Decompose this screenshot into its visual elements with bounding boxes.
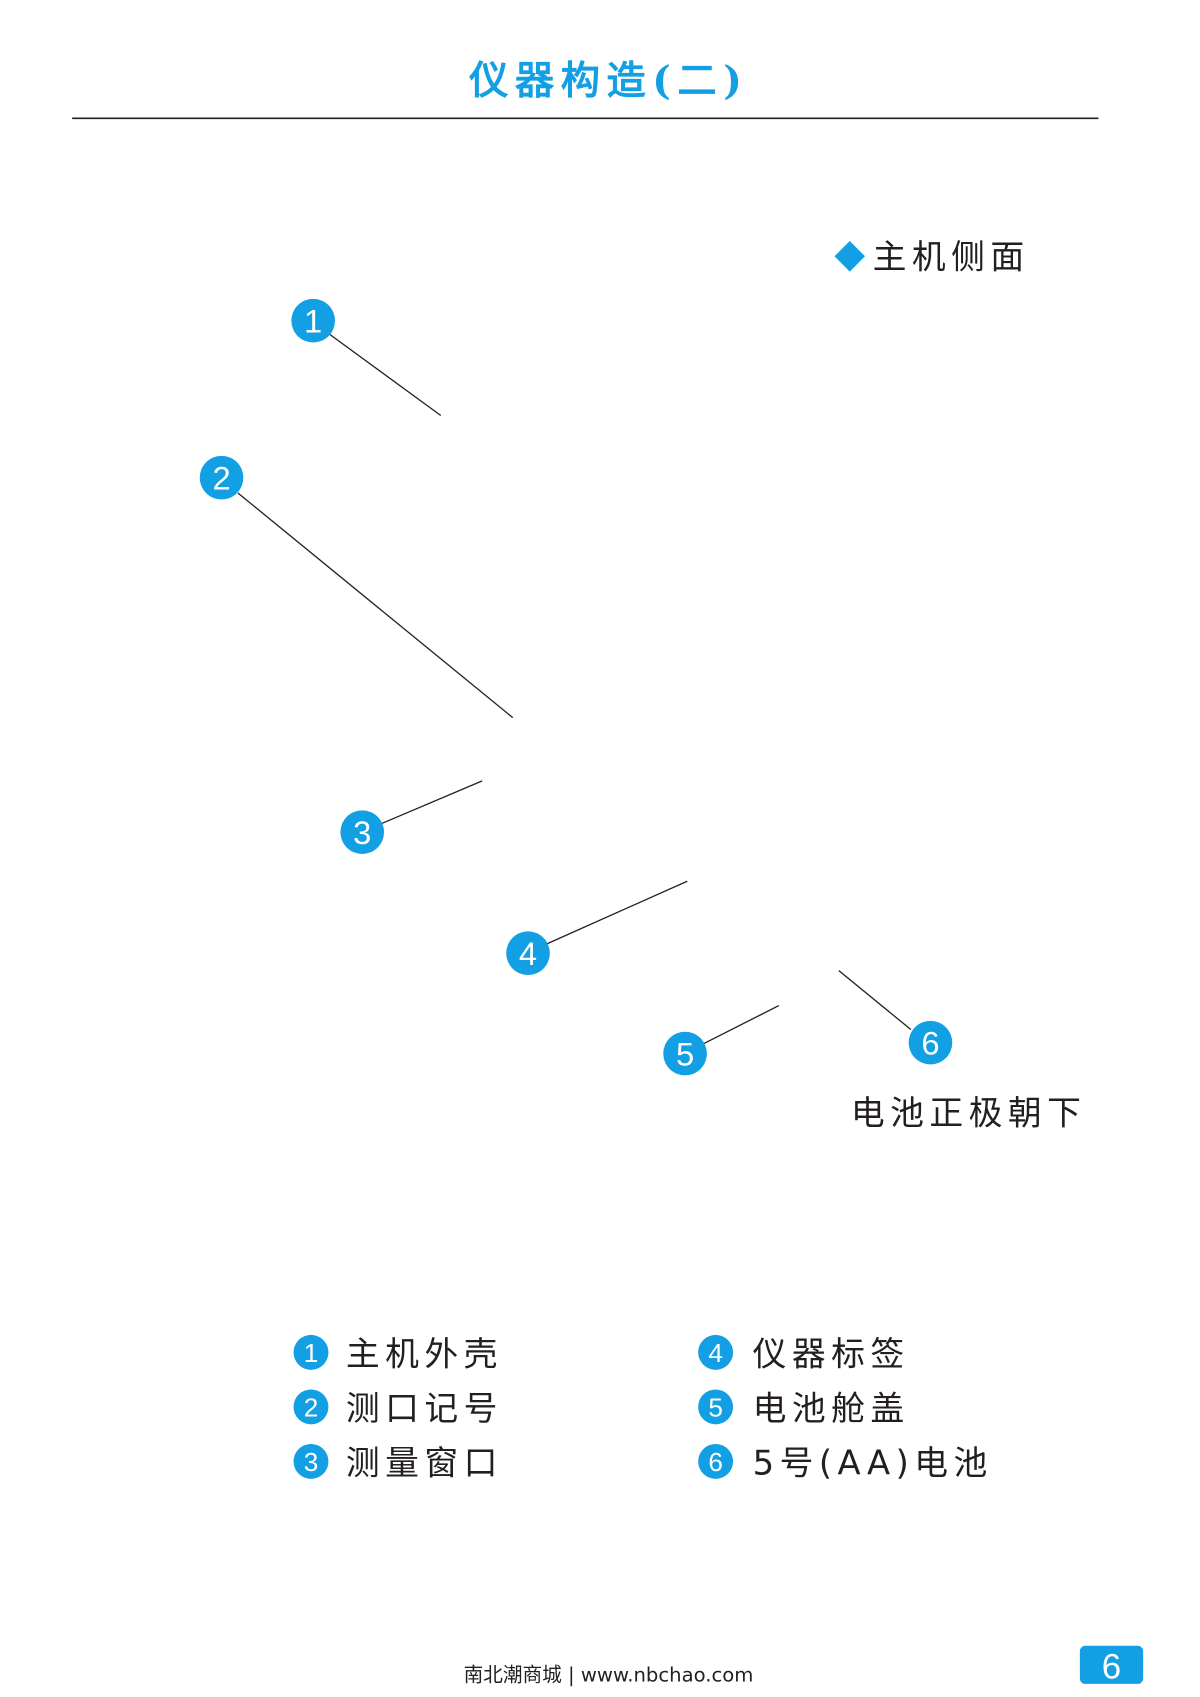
leader-line-2 — [237, 492, 514, 719]
leader-line-3 — [381, 780, 483, 825]
callout-number: 2 — [212, 460, 230, 497]
callout-5: 5 — [663, 1031, 707, 1076]
legend-number: 6 — [708, 1447, 723, 1477]
leader-line-5 — [703, 1004, 780, 1045]
legend-number: 1 — [304, 1338, 319, 1368]
diamond-icon — [834, 241, 866, 272]
legend-label: 电池舱盖 — [753, 1389, 910, 1428]
legend-label: 主机外壳 — [346, 1334, 503, 1373]
legend-item: 3 测量窗口 — [293, 1444, 503, 1483]
legend-item: 6 5号(AA)电池 — [698, 1444, 993, 1483]
leader-line-1 — [326, 332, 442, 417]
callout-number: 3 — [353, 814, 371, 851]
callout-2: 2 — [199, 455, 244, 500]
legend-number: 2 — [304, 1393, 319, 1423]
legend-number: 3 — [304, 1447, 319, 1477]
legend-label: 仪器标签 — [753, 1334, 910, 1373]
section-label: 主机侧面 — [873, 237, 1030, 276]
legend-item: 2 测口记号 — [293, 1389, 503, 1428]
callout-3: 3 — [340, 810, 385, 854]
legend: 1 主机外壳 2 测口记号 3 测量窗口 4 仪器标签 5 电池舱盖 6 5号(AA)电池 — [293, 1334, 993, 1483]
legend-label: 测口记号 — [346, 1389, 503, 1428]
callout-lines — [237, 332, 912, 1045]
legend-label: 测量窗口 — [346, 1444, 503, 1483]
leader-line-6 — [838, 970, 912, 1031]
legend-item: 1 主机外壳 — [293, 1334, 503, 1373]
callout-1: 1 — [291, 298, 335, 343]
legend-number: 4 — [708, 1338, 723, 1368]
footer-text: 南北潮商城 | www.nbchao.com — [464, 1664, 754, 1687]
callout-number: 4 — [519, 935, 537, 972]
legend-number: 5 — [708, 1393, 723, 1423]
legend-item: 4 仪器标签 — [698, 1334, 910, 1373]
callout-number: 6 — [921, 1025, 939, 1062]
legend-label: 5号(AA)电池 — [753, 1444, 993, 1483]
callout-4: 4 — [506, 931, 550, 976]
leader-line-4 — [545, 880, 688, 946]
callout-6: 6 — [908, 1020, 953, 1065]
page-title: 仪器构造(二) — [468, 58, 748, 104]
battery-note: 电池正极朝下 — [851, 1093, 1086, 1132]
callout-number: 1 — [304, 303, 322, 340]
page-number-badge — [1079, 1645, 1144, 1684]
legend-item: 5 电池舱盖 — [698, 1389, 910, 1428]
callout-number: 5 — [676, 1036, 694, 1073]
page-number: 6 — [1102, 1647, 1121, 1686]
